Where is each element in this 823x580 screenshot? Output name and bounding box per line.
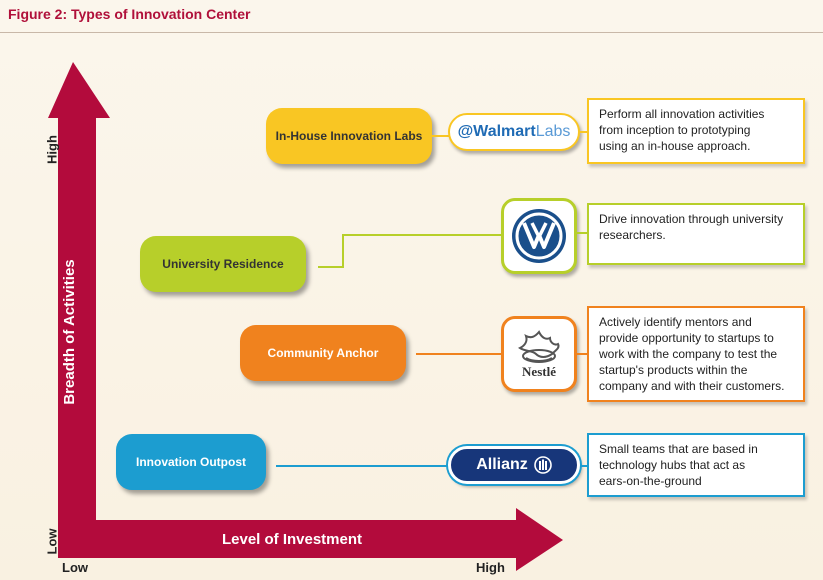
connector-line	[432, 135, 450, 137]
allianz-logo: Allianz	[448, 446, 580, 484]
type-label: Community Anchor	[267, 346, 379, 360]
connector-line	[318, 266, 344, 268]
connector-line	[577, 353, 589, 355]
logo-text: Allianz	[476, 456, 528, 473]
volkswagen-logo	[501, 198, 577, 274]
type-pill-community-anchor: Community Anchor	[240, 325, 406, 381]
connector-line	[342, 234, 504, 236]
type-description: Perform all innovation activities from i…	[587, 98, 805, 164]
type-description: Actively identify mentors and provide op…	[587, 306, 805, 402]
nest-icon	[518, 330, 560, 363]
type-label: University Residence	[162, 257, 284, 271]
connector-line	[577, 232, 589, 234]
x-axis-title: Level of Investment	[221, 531, 363, 548]
connector-line	[276, 465, 452, 467]
x-tick-low: Low	[62, 560, 88, 575]
type-pill-in-house-innovation-labs: In-House Innovation Labs	[266, 108, 432, 164]
connector-line	[580, 131, 588, 133]
logo-subtext: Labs	[535, 123, 571, 140]
y-axis-title: Breadth of Activities	[61, 259, 78, 405]
title-divider	[0, 32, 823, 33]
connector-line	[342, 234, 344, 268]
logo-text: Nestlé	[522, 364, 556, 379]
connector-line	[416, 353, 504, 355]
type-label: In-House Innovation Labs	[275, 129, 423, 143]
x-tick-high: High	[476, 560, 505, 575]
x-axis-arrow	[58, 508, 563, 571]
figure-title: Figure 2: Types of Innovation Center	[8, 6, 251, 22]
type-description: Drive innovation through university rese…	[587, 203, 805, 265]
allianz-eagle-icon	[533, 456, 552, 474]
y-tick-low: Low	[44, 528, 60, 555]
connector-line	[580, 465, 588, 467]
type-description: Small teams that are based in technology…	[587, 433, 805, 497]
nestle-logo: Nestlé	[501, 316, 577, 392]
y-axis-arrow	[48, 62, 110, 520]
type-pill-innovation-outpost: Innovation Outpost	[116, 434, 266, 490]
type-pill-university-residence: University Residence	[140, 236, 306, 292]
y-tick-high: High	[44, 135, 60, 164]
logo-text: @Walmart	[457, 123, 536, 140]
type-label: Innovation Outpost	[136, 455, 246, 469]
